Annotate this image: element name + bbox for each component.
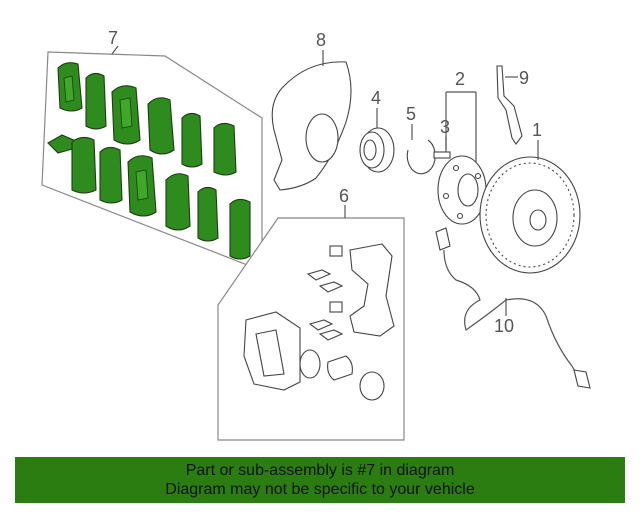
pad-shape xyxy=(147,97,175,155)
pad-shape xyxy=(213,122,237,176)
callout-3: 3 xyxy=(440,117,450,137)
callout-10: 10 xyxy=(494,316,514,336)
pad-detail xyxy=(135,169,149,201)
callout-6: 6 xyxy=(339,186,349,206)
pad-shape xyxy=(85,72,107,130)
hub-group: 2 3 xyxy=(433,69,487,225)
pad-detail xyxy=(119,97,133,129)
pad-detail xyxy=(63,75,75,103)
brake-hose-group: 9 xyxy=(496,65,529,145)
piston-shape xyxy=(327,355,353,381)
hub-bolt-shape xyxy=(433,151,451,159)
bearing-bore xyxy=(363,139,377,161)
pad-clip-shape xyxy=(318,281,344,293)
hub-center xyxy=(457,173,479,207)
hub-stud-hole xyxy=(456,212,464,220)
dust-shield-group: 8 xyxy=(271,30,352,191)
pad-shape xyxy=(229,198,251,260)
pad-shape xyxy=(181,112,203,168)
pad-clip-shape xyxy=(306,269,332,281)
callout-2: 2 xyxy=(455,69,465,89)
callout-1: 1 xyxy=(532,120,542,140)
info-banner: Part or sub-assembly is #7 in diagram Di… xyxy=(15,457,625,503)
abs-sensor-group: 10 xyxy=(435,227,591,389)
rotor-center xyxy=(529,209,547,231)
pad-shape xyxy=(165,173,191,231)
brake-pad-set-group[interactable]: 7 xyxy=(41,28,263,269)
pad-clip-shape xyxy=(308,319,334,331)
pad-clip-shape xyxy=(318,329,344,341)
pad-shape xyxy=(99,146,123,204)
hub-stud-hole xyxy=(442,192,450,200)
dust-boot-shape xyxy=(359,371,385,401)
hub-stud-hole xyxy=(474,172,482,180)
brake-hose-shape xyxy=(496,65,523,145)
callout-7: 7 xyxy=(108,28,118,48)
banner-line-disclaimer: Diagram may not be specific to your vehi… xyxy=(165,481,475,498)
rotor-group: 1 xyxy=(479,120,581,274)
leader-7 xyxy=(111,45,119,55)
callout-4: 4 xyxy=(371,88,381,108)
piston-seal-shape xyxy=(299,349,321,379)
abs-connector-shape xyxy=(435,227,451,251)
callout-8: 8 xyxy=(316,30,326,50)
caliper-body-detail xyxy=(255,329,285,377)
pad-shape xyxy=(197,186,219,242)
callout-5: 5 xyxy=(406,104,416,124)
hub-stud-hole xyxy=(452,164,460,172)
banner-line-part: Part or sub-assembly is #7 in diagram xyxy=(185,462,455,479)
caliper-bracket-shape xyxy=(349,243,395,337)
guide-pin-shape xyxy=(329,301,343,313)
bearing-group: 4 xyxy=(359,88,395,173)
caliper-group: 6 xyxy=(217,186,405,441)
pad-shape xyxy=(71,136,97,194)
guide-pin-shape xyxy=(329,245,343,257)
abs-sensor-head-shape xyxy=(573,369,591,389)
parts-diagram: 7 8 4 5 2 3 xyxy=(41,28,591,441)
snap-ring-group: 5 xyxy=(406,104,436,175)
callout-9: 9 xyxy=(519,68,529,88)
abs-wire-shape xyxy=(443,249,581,385)
snap-ring-shape xyxy=(406,139,436,175)
dust-shield-hole xyxy=(305,113,339,163)
